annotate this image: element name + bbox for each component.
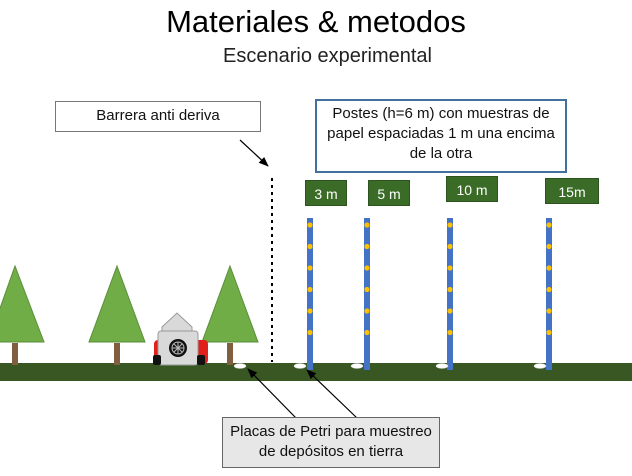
paper-sample (447, 329, 453, 336)
slide-title: Materiales & metodos (166, 4, 466, 39)
paper-sample (364, 286, 370, 293)
sprayer (153, 312, 208, 366)
paper-sample (447, 286, 453, 293)
poles-label-line: de la otra (409, 145, 473, 162)
paper-sample (307, 286, 313, 293)
paper-sample (364, 308, 370, 314)
petri-label-line: Placas de Petri para muestreo (230, 423, 432, 440)
paper-sample (546, 265, 552, 271)
tree (201, 264, 259, 365)
petri-dish (350, 363, 364, 369)
paper-sample (447, 308, 453, 314)
tree (0, 264, 45, 365)
paper-sample (364, 329, 370, 336)
barrier-arrow (239, 139, 269, 167)
petri-label-box: Placas de Petri para muestreo de depósit… (222, 417, 440, 468)
sampling-pole (307, 218, 313, 370)
barrier-label: Barrera anti deriva (96, 107, 220, 124)
paper-sample (546, 308, 552, 314)
poles-label-line: papel espaciadas 1 m una encima (327, 125, 555, 142)
barrier-label-box: Barrera anti deriva (55, 101, 261, 132)
petri-label-line: de depósitos en tierra (258, 443, 404, 460)
paper-sample (307, 329, 313, 336)
paper-sample (364, 265, 370, 271)
paper-sample (447, 265, 453, 271)
tree (88, 264, 146, 365)
sampling-pole (364, 218, 370, 370)
paper-sample (546, 329, 552, 336)
petri-dish (293, 363, 307, 369)
poles-label-line: Postes (h=6 m) con muestras de (332, 105, 550, 122)
paper-sample (307, 308, 313, 314)
sampling-pole (546, 218, 552, 370)
paper-sample (447, 243, 453, 250)
petri-arrow-left (247, 368, 297, 419)
paper-sample (546, 286, 552, 293)
distance-label-15m: 15m (545, 178, 599, 204)
distance-label-5m: 5 m (368, 180, 410, 206)
paper-sample (546, 243, 552, 250)
sampling-pole (447, 218, 453, 370)
pole-group (307, 218, 552, 370)
paper-sample (546, 222, 552, 228)
poles-label-box: Postes (h=6 m) con muestras de papel esp… (315, 99, 567, 173)
paper-sample (364, 222, 370, 228)
petri-dish (533, 363, 547, 369)
paper-sample (307, 222, 313, 228)
distance-label-10m: 10 m (446, 176, 498, 202)
distance-label-3m: 3 m (305, 180, 347, 206)
paper-sample (307, 243, 313, 250)
petri-dish (233, 363, 247, 369)
slide-subtitle: Escenario experimental (223, 45, 432, 67)
paper-sample (307, 265, 313, 271)
paper-sample (364, 243, 370, 250)
petri-dishes (233, 363, 547, 369)
petri-dish (435, 363, 449, 369)
paper-sample (447, 222, 453, 228)
petri-arrow-right (306, 369, 358, 419)
